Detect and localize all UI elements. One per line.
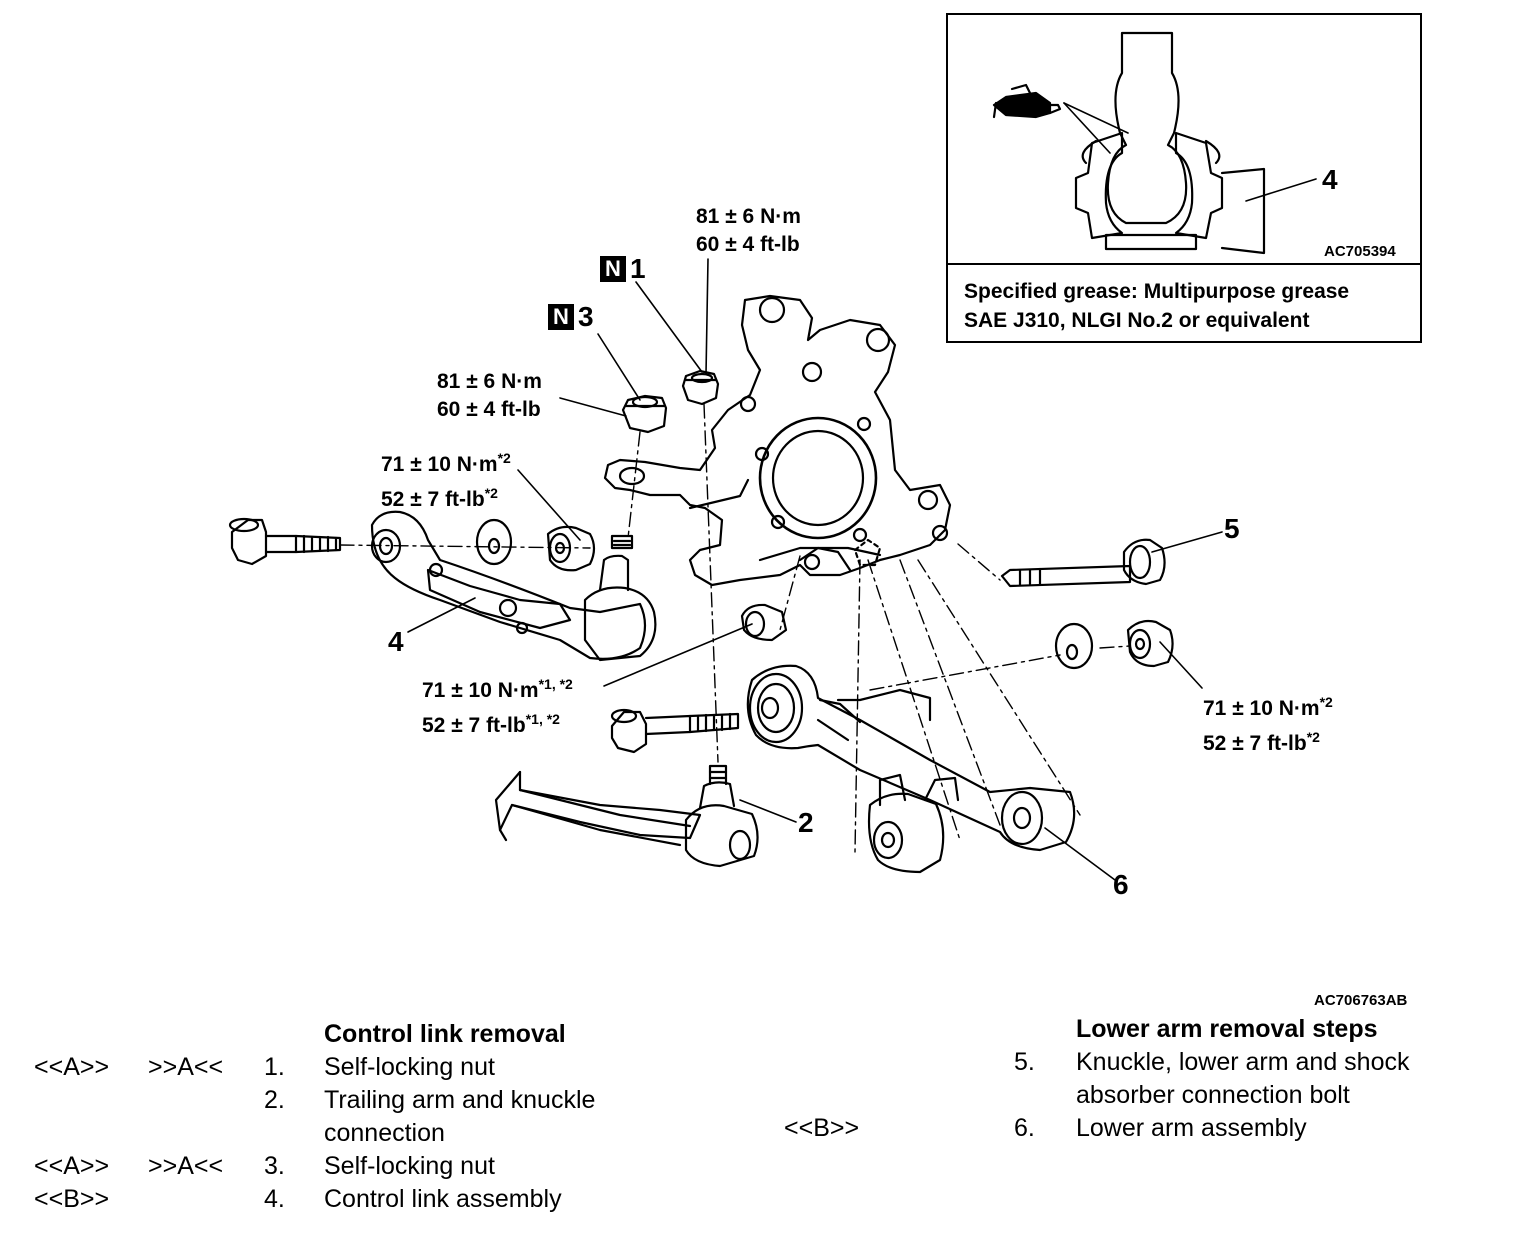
figure-code: AC706763AB xyxy=(1314,992,1408,1009)
disassembly-ref: <<A>> xyxy=(34,1152,110,1180)
knuckle-bolt-nut xyxy=(740,603,788,642)
item-number: 6. xyxy=(1014,1114,1035,1142)
list-item: 2. Trailing arm and knuckle xyxy=(34,1084,734,1117)
long-connection-bolt xyxy=(1000,538,1166,588)
item-number: 5. xyxy=(1014,1048,1035,1076)
leader-lines xyxy=(407,258,1223,881)
callout-6: 6 xyxy=(1113,869,1129,900)
item-number: 1. xyxy=(264,1053,285,1081)
control-link-removal-list: Control link removal <<A>> >>A<< 1. Self-lo… xyxy=(34,1018,734,1216)
list-heading: Control link removal xyxy=(324,1020,566,1048)
callout-4: 4 xyxy=(388,626,404,657)
list-item: <<A>> >>A<< 3. Self-locking nut xyxy=(34,1150,734,1183)
torque-knuckle-bolt: 71 ± 10 N·m*1, *2 52 ± 7 ft-lb*1, *2 xyxy=(422,676,573,737)
lower-arm-assembly xyxy=(746,664,1076,874)
knuckle xyxy=(603,294,952,587)
item-text: Trailing arm and knuckle xyxy=(324,1086,596,1114)
assembly-axis-lines xyxy=(339,403,1131,853)
self-locking-nut-1 xyxy=(681,369,720,406)
item-text: connection xyxy=(324,1119,445,1147)
lower-arm-washer-nut xyxy=(1054,619,1174,670)
ball-joint-grease-drawing xyxy=(992,31,1317,255)
list-item: <<B>> 6. Lower arm assembly xyxy=(784,1112,1524,1145)
list-item: connection xyxy=(34,1117,734,1150)
item-text: Self-locking nut xyxy=(324,1152,495,1180)
item-text: Knuckle, lower arm and shock xyxy=(1076,1048,1410,1076)
inset-callout-4: 4 xyxy=(1322,164,1338,195)
inset-caption-line2: SAE J310, NLGI No.2 or equivalent xyxy=(964,309,1310,332)
list-heading: Lower arm removal steps xyxy=(1076,1015,1378,1043)
reassembly-ref: >>A<< xyxy=(148,1053,224,1081)
disassembly-ref: <<A>> xyxy=(34,1053,110,1081)
list-item: 5. Knuckle, lower arm and shock xyxy=(784,1046,1524,1079)
item-text: Control link assembly xyxy=(324,1185,562,1213)
item-number: 2. xyxy=(264,1086,285,1114)
item-number: 3. xyxy=(264,1152,285,1180)
disassembly-ref: <<B>> xyxy=(784,1114,860,1142)
knuckle-lower-arm-bolt xyxy=(610,708,740,754)
trailing-arm xyxy=(494,764,759,868)
callout-5: 5 xyxy=(1224,513,1240,544)
grease-inset-box: 4 AC705394 Specified grease: Multipurpos… xyxy=(946,13,1422,343)
item-text: Lower arm assembly xyxy=(1076,1114,1307,1142)
torque-control-link-bolt: 71 ± 10 N·m*2 52 ± 7 ft-lb*2 xyxy=(381,450,511,511)
list-item: <<B>> 4. Control link assembly xyxy=(34,1183,734,1216)
inset-caption-line1: Specified grease: Multipurpose grease xyxy=(964,280,1350,303)
item-text: absorber connection bolt xyxy=(1076,1081,1350,1109)
inset-caption: Specified grease: Multipurpose grease SA… xyxy=(948,263,1420,343)
exploded-suspension-diagram xyxy=(228,31,1317,881)
reassembly-ref: >>A<< xyxy=(148,1152,224,1180)
control-link-bolt xyxy=(228,517,342,566)
torque-lower-arm-bolt: 71 ± 10 N·m*2 52 ± 7 ft-lb*2 xyxy=(1203,694,1333,755)
disassembly-ref: <<B>> xyxy=(34,1185,110,1213)
callout-2: 2 xyxy=(798,807,814,838)
self-locking-nut-3 xyxy=(621,394,668,434)
item-number: 4. xyxy=(264,1185,285,1213)
list-item: <<A>> >>A<< 1. Self-locking nut xyxy=(34,1051,734,1084)
list-item: absorber connection bolt xyxy=(784,1079,1524,1112)
item-text: Self-locking nut xyxy=(324,1053,495,1081)
control-link-assembly xyxy=(370,510,657,662)
control-link-washer-nut xyxy=(475,518,596,572)
lower-arm-removal-list: Lower arm removal steps 5. Knuckle, lower… xyxy=(784,1013,1524,1145)
inset-code: AC705394 xyxy=(1324,243,1396,260)
